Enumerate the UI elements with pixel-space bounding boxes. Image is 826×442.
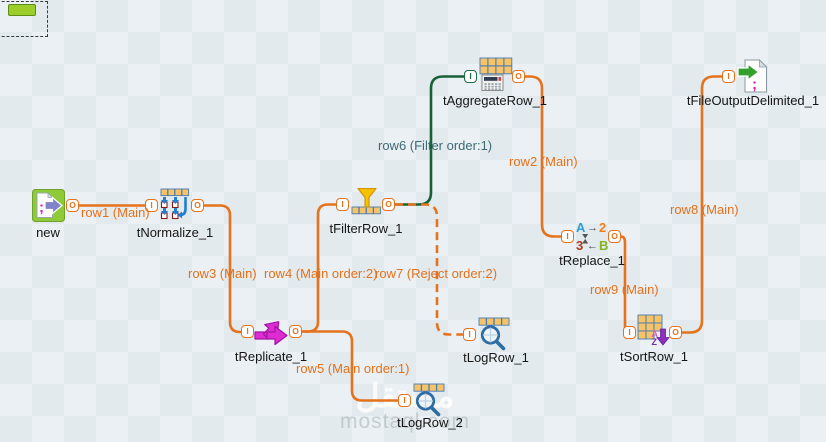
component-tSortRow_1[interactable]: A Z xyxy=(636,313,672,349)
replace-letter-a: A xyxy=(576,220,586,235)
component-label-tFilterRow_1[interactable]: tFilterRow_1 xyxy=(329,221,403,236)
component-tReplace_1[interactable]: A → 2 3 ← B xyxy=(574,219,610,253)
component-label-tLogRow_2[interactable]: tLogRow_2 xyxy=(397,415,463,430)
component-filter-row-icon-wrap[interactable] xyxy=(349,187,383,221)
connection-label-row5[interactable]: row5 (Main order:1) xyxy=(296,361,410,376)
port-new-output[interactable]: O xyxy=(66,199,79,212)
log-row-magnifier-icon xyxy=(478,317,510,351)
port-tLogRow2-input[interactable]: I xyxy=(398,394,411,407)
component-label-tAggregateRow_1[interactable]: tAggregateRow_1 xyxy=(442,93,548,108)
arrow-right-glyph: → xyxy=(587,222,598,234)
connection-label-row4[interactable]: row4 (Main order:2) xyxy=(264,266,378,281)
file-output-delimited-icon: ; xyxy=(737,59,768,93)
port-tSortRow-output[interactable]: O xyxy=(669,326,682,339)
sort-row-icon: A Z xyxy=(637,314,670,347)
port-tFilterRow-output[interactable]: O xyxy=(382,198,395,211)
normalize-icon xyxy=(160,188,190,220)
replace-digit-3: 3 xyxy=(576,238,583,253)
replicate-icon xyxy=(254,321,288,346)
component-tLogRow_1[interactable] xyxy=(477,317,512,352)
component-label-tLogRow_1[interactable]: tLogRow_1 xyxy=(463,350,529,365)
component-tReplicate_1[interactable] xyxy=(253,312,291,350)
connection-label-row2[interactable]: row2 (Main) xyxy=(509,154,578,169)
port-tReplicate-input[interactable]: I xyxy=(241,325,254,338)
port-tAggregateRow-output[interactable]: O xyxy=(512,70,525,83)
port-tNormalize-output[interactable]: O xyxy=(191,199,204,212)
replace-letter-b: B xyxy=(599,238,608,253)
arrow-left-glyph: ← xyxy=(587,240,598,252)
port-tReplace-input[interactable]: I xyxy=(561,230,574,243)
port-tNormalize-input[interactable]: I xyxy=(145,199,158,212)
port-tReplace-output[interactable]: O xyxy=(608,230,621,243)
component-label-tFileOutputDelimited_1[interactable]: tFileOutputDelimited_1 xyxy=(686,93,820,108)
component-label-new[interactable]: new xyxy=(36,225,60,240)
file-input-delimited-icon: ; xyxy=(32,189,65,222)
connection-row2-main[interactable] xyxy=(525,75,561,238)
connection-label-row8[interactable]: row8 (Main) xyxy=(670,202,739,217)
connection-label-row3[interactable]: row3 (Main) xyxy=(188,266,257,281)
connection-label-row9[interactable]: row9 (Main) xyxy=(590,282,659,297)
aggregate-row-icon xyxy=(479,57,513,91)
port-tReplicate-output[interactable]: O xyxy=(289,325,302,338)
port-tFileOutputDelimited-input[interactable]: I xyxy=(722,70,735,83)
component-tFileOutputDelimited_1[interactable]: ; xyxy=(736,58,770,94)
semicolon-glyph: ; xyxy=(39,199,44,216)
connection-row7-reject[interactable] xyxy=(395,203,463,336)
selection-dashed-box xyxy=(0,1,48,37)
port-tSortRow-input[interactable]: I xyxy=(623,326,636,339)
port-tFilterRow-input[interactable]: I xyxy=(336,198,349,211)
semicolon-glyph: ; xyxy=(752,76,757,93)
sort-letter-a: A xyxy=(652,329,659,339)
component-label-tReplace_1[interactable]: tReplace_1 xyxy=(559,253,625,268)
port-tAggregateRow-input[interactable]: I xyxy=(464,70,477,83)
connection-label-row6[interactable]: row6 (Filter order:1) xyxy=(378,138,493,153)
connection-row5-main[interactable] xyxy=(302,330,398,402)
connection-row8-main[interactable] xyxy=(682,75,722,334)
port-tLogRow1-input[interactable]: I xyxy=(463,328,476,341)
component-tLogRow_2[interactable] xyxy=(412,383,447,418)
sort-letter-z: Z xyxy=(652,337,658,347)
component-new[interactable]: ; xyxy=(32,189,65,222)
filter-row-icon xyxy=(351,187,381,215)
component-tAggregateRow_1[interactable] xyxy=(478,56,514,96)
replace-digit-2: 2 xyxy=(599,220,606,235)
component-label-tNormalize_1[interactable]: tNormalize_1 xyxy=(136,225,214,240)
component-label-tReplicate_1[interactable]: tReplicate_1 xyxy=(234,349,308,364)
connection-label-row7[interactable]: row7 (Reject order:2) xyxy=(375,266,498,281)
component-label-tSortRow_1[interactable]: tSortRow_1 xyxy=(620,349,688,364)
component-tNormalize_1[interactable] xyxy=(157,188,191,222)
replace-icon: A → 2 3 ← B xyxy=(576,220,608,253)
connection-row3-main[interactable] xyxy=(204,204,241,334)
log-row-magnifier-icon xyxy=(413,383,445,417)
collapsed-note-chip[interactable] xyxy=(8,4,36,16)
connection-label-row1[interactable]: row1 (Main) xyxy=(81,205,150,220)
